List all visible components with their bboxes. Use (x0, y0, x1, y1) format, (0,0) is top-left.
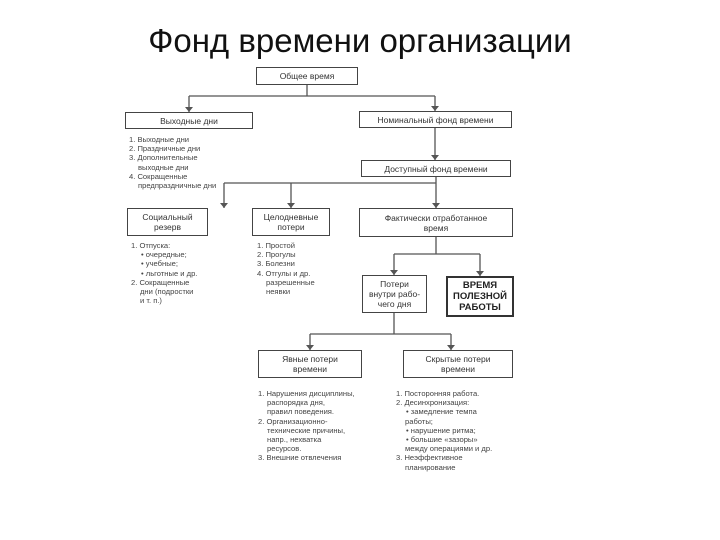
list-item: неявки (266, 287, 291, 297)
box-hidden-losses-line2: времени (441, 364, 475, 374)
list-item: очередные; (131, 250, 197, 259)
box-social-reserve-line2: резерв (153, 222, 182, 232)
list-item: 2. Организационно- (258, 416, 328, 426)
box-actual-worked-time-line2: время (423, 222, 449, 233)
list-item: разрешенные (266, 277, 315, 287)
list-item: 3. Неэффективное (396, 453, 463, 463)
list-item: 4. Отгулы и др. (257, 268, 311, 278)
box-useful-work-time-line2: ПОЛЕЗНОЙ (452, 291, 507, 302)
box-intra-shift-losses-line2: внутри рабо- (368, 289, 421, 299)
list-item: напр., нехватка (267, 435, 322, 445)
list-item: выходные дни (138, 162, 189, 172)
list-item: льготные и др. (131, 269, 198, 278)
box-whole-day-losses-line1: Целодневные (263, 212, 319, 222)
list-item: 2. Десинхронизация: (396, 398, 470, 408)
box-nominal-fund: Номинальный фонд времени (359, 111, 512, 128)
box-explicit-losses-line2: времени (293, 364, 327, 374)
list-item: правил поведения. (267, 407, 335, 417)
list-item: предпраздничные дни (138, 181, 217, 191)
list-item: работы; (405, 416, 433, 426)
box-weekends: Выходные дни (125, 112, 253, 129)
list-item: учебные; (131, 259, 197, 268)
box-nominal-fund-label: Номинальный фонд времени (377, 114, 494, 125)
box-total-time-label: Общее время (279, 71, 335, 81)
list-item: 1. Выходные дни (129, 135, 190, 144)
box-actual-worked-time: Фактически отработанное время (359, 208, 513, 237)
box-intra-shift-losses: Потери внутри рабо- чего дня (362, 275, 427, 313)
list-item: распорядка дня, (267, 398, 325, 408)
box-intra-shift-losses-line3: чего дня (377, 299, 412, 309)
box-total-time: Общее время (256, 67, 358, 85)
box-useful-work-time-line3: РАБОТЫ (459, 302, 501, 313)
list-item: 2. Прогулы (257, 250, 296, 260)
box-explicit-losses-line1: Явные потери (282, 354, 338, 364)
box-available-fund: Доступный фонд времени (361, 160, 511, 177)
list-item: 3. Внешние отвлечения (258, 453, 342, 463)
list-item: 3. Болезни (257, 259, 295, 269)
box-actual-worked-time-line1: Фактически отработанное (384, 212, 488, 223)
box-social-reserve-line1: Социальный (142, 212, 193, 222)
list-item: 4. Сокращенные (129, 171, 188, 181)
box-useful-work-time-line1: ВРЕМЯ (462, 280, 498, 291)
list-weekends: 1. Выходные дни 2. Праздничные дни 3. До… (129, 135, 216, 190)
list-item: 1. Нарушения дисциплины, (258, 389, 355, 398)
list-item: 1. Посторонняя работа. (396, 389, 480, 398)
box-whole-day-losses: Целодневные потери (252, 208, 330, 236)
list-item: 1. Простой (257, 241, 296, 250)
box-whole-day-losses-line2: потери (277, 222, 305, 232)
list-item: большие «зазоры» (396, 435, 492, 444)
list-item: технические причины, (267, 425, 346, 435)
box-available-fund-label: Доступный фонд времени (384, 163, 488, 174)
list-item: 2. Праздничные дни (129, 144, 201, 154)
list-item: замедление темпа (396, 407, 492, 416)
list-item: 2. Сокращенные (131, 277, 190, 287)
box-social-reserve: Социальный резерв (127, 208, 208, 236)
box-intra-shift-losses-line1: Потери (380, 279, 409, 289)
list-social-reserve: 1. Отпуска: очередные; учебные; льготные… (131, 241, 197, 305)
list-item: нарушение ритма; (396, 426, 492, 435)
box-hidden-losses: Скрытые потери времени (403, 350, 513, 378)
list-item: дни (подростки (140, 287, 194, 297)
page-title: Фонд времени организации (148, 22, 572, 59)
list-hidden-losses: 1. Посторонняя работа. 2. Десинхронизаци… (396, 389, 492, 472)
list-whole-day-losses: 1. Простой 2. Прогулы 3. Болезни 4. Отгу… (257, 241, 315, 296)
list-item: 1. Отпуска: (131, 241, 171, 250)
list-explicit-losses: 1. Нарушения дисциплины, распорядка дня,… (258, 389, 355, 463)
list-item: между операциями и др. (405, 444, 493, 454)
box-hidden-losses-line1: Скрытые потери (425, 354, 491, 364)
box-weekends-label: Выходные дни (160, 115, 218, 126)
list-item: планирование (405, 462, 456, 472)
list-item: ресурсов. (267, 444, 302, 454)
box-useful-work-time: ВРЕМЯ ПОЛЕЗНОЙ РАБОТЫ (446, 276, 514, 317)
list-item: 3. Дополнительные (129, 153, 198, 163)
box-explicit-losses: Явные потери времени (258, 350, 362, 378)
list-item: и т. п.) (140, 296, 162, 306)
